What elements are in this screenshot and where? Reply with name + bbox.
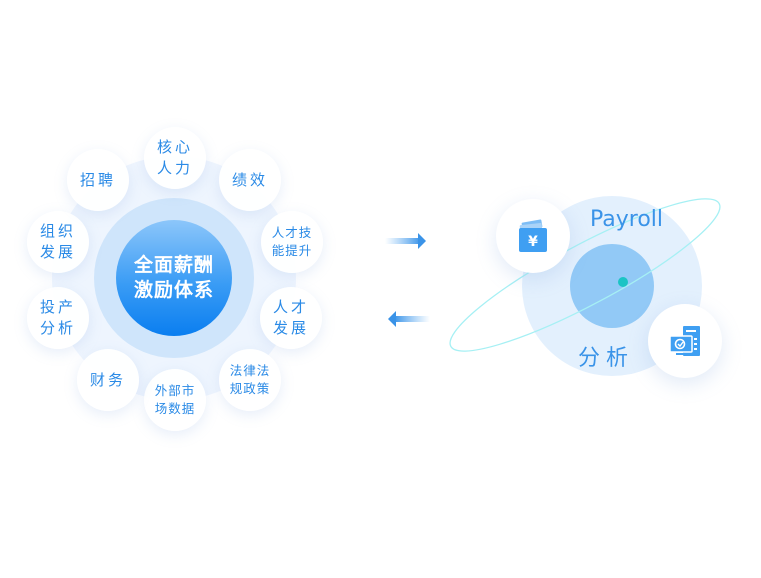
satellite-investment: 投产分析: [27, 287, 89, 349]
satellite-talent: 人才发展: [260, 287, 322, 349]
satellite-finance: 财务: [77, 349, 139, 411]
sat-text: 分析: [39, 319, 76, 337]
payroll-title: Payroll: [590, 207, 664, 232]
sat-text: 发展: [39, 243, 76, 261]
svg-text:¥: ¥: [528, 234, 538, 250]
satellite-core-hr: 核心人力: [144, 127, 206, 189]
sat-text: 规政策: [229, 381, 271, 396]
sat-text: 人才技: [271, 225, 313, 240]
sat-text: 场数据: [154, 401, 196, 416]
core-line-2: 激励体系: [133, 279, 214, 301]
wallet-badge: ¥: [496, 199, 570, 273]
sat-text: 招聘: [79, 170, 116, 189]
satellite-skill: 人才技能提升: [261, 211, 323, 273]
payroll-core: [570, 244, 654, 328]
analysis-label: 分析: [578, 346, 635, 371]
sat-text: 人才: [272, 298, 309, 316]
sat-text: 组织: [39, 222, 76, 240]
satellite-performance: 绩效: [219, 149, 281, 211]
sat-text: 发展: [272, 319, 309, 337]
sat-text: 绩效: [231, 170, 268, 189]
sat-text: 外部市: [154, 383, 196, 398]
sat-text: 核心: [156, 138, 193, 156]
sat-text: 人力: [156, 159, 193, 177]
wallet-yuan-icon: ¥: [519, 219, 547, 252]
monitor-check-icon: [669, 326, 700, 356]
core-line-1: 全面薪酬: [133, 254, 214, 276]
satellite-recruit: 招聘: [67, 149, 129, 211]
orbit-dot: [618, 277, 628, 287]
monitor-badge: [648, 304, 722, 378]
exchange-arrows: [385, 233, 430, 327]
sat-text: 法律法: [229, 363, 271, 378]
satellite-market: 外部市场数据: [144, 369, 206, 431]
arrow-right-icon: [385, 233, 426, 249]
sat-text: 能提升: [271, 243, 313, 258]
core-circle: 全面薪酬激励体系: [116, 220, 232, 336]
sat-text: 投产: [39, 298, 76, 316]
satellite-org: 组织发展: [27, 211, 89, 273]
satellite-law: 法律法规政策: [219, 349, 281, 411]
sat-text: 财务: [89, 370, 126, 389]
arrow-left-icon: [388, 311, 430, 327]
